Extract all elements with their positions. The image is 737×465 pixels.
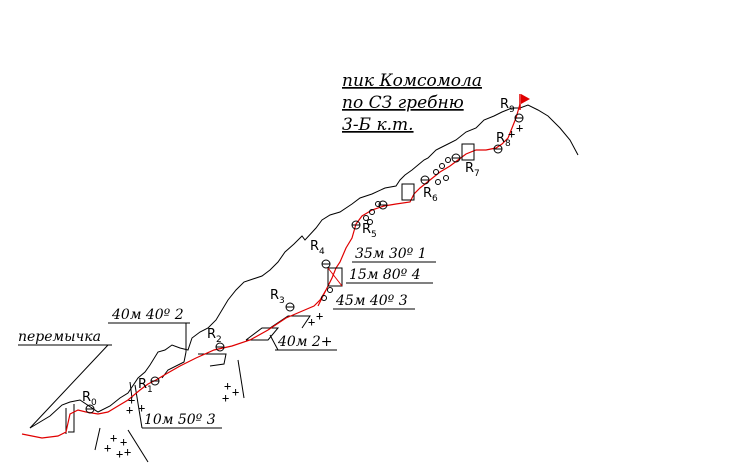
scree-marks: + + + + + + + + + + + + + + + [104, 121, 523, 461]
belay-label-r0: R0 [82, 390, 97, 408]
piton-circle-icon [493, 144, 503, 154]
belay-label-r6: R6 [423, 186, 438, 204]
belay-label-r2: R2 [207, 327, 222, 345]
piton-circle-icon [451, 153, 461, 163]
saddle-leader [29, 344, 109, 429]
piton-circle-icon [321, 259, 331, 269]
plus-icon: + [316, 309, 323, 323]
ridge-outline [29, 104, 579, 429]
plus-icon: + [224, 379, 231, 393]
title-line-2: по СЗ гребню [342, 93, 464, 113]
plus-icon: + [126, 403, 133, 417]
plus-icon: + [128, 393, 135, 407]
segment-label-1: 10м 50º 3 [144, 412, 216, 428]
piton-circle-icon [351, 220, 361, 230]
plus-icon: + [124, 445, 131, 459]
segment-label-5: 15м 80º 4 [349, 267, 421, 283]
piton-circle-icon [150, 376, 160, 386]
plus-icon: + [104, 441, 111, 455]
bolt-circles [321, 157, 451, 301]
segment-label-4: 45м 40º 3 [335, 293, 408, 309]
plus-icon: + [110, 431, 117, 445]
plus-icon: + [120, 435, 127, 449]
piton-circle-icon [85, 404, 95, 414]
ridge-detail-6 [68, 404, 75, 433]
scree-line-3 [237, 359, 245, 399]
segment-label-2: 40м 40º 2 [111, 307, 184, 323]
saddle-label: перемычка [18, 329, 101, 345]
belay-label-r9: R9 [500, 97, 515, 115]
belay-label-r5: R5 [362, 222, 377, 240]
ridge-detail-2 [198, 353, 227, 367]
scree-line-1 [94, 427, 101, 451]
plus-icon: + [516, 121, 523, 135]
plus-icon: + [138, 401, 145, 415]
belay-label-r7: R7 [465, 161, 480, 179]
plus-icon: + [116, 447, 123, 461]
belay-labels: R0 R1 R2 R3 R4 R5 R6 R7 R8 R9 [82, 97, 515, 408]
key-pitch-box-1 [327, 267, 343, 287]
plus-icon: + [232, 385, 239, 399]
ridge-detail-3 [245, 327, 280, 341]
plus-icon: + [508, 127, 515, 141]
segment-label-3: 40м 2+ [277, 334, 333, 350]
piton-circle-icon [420, 175, 430, 185]
scree-line-2 [127, 429, 149, 463]
plus-icon: + [222, 391, 229, 405]
seg1-leader [134, 384, 143, 429]
ridge-detail-4 [269, 315, 311, 329]
belay-label-r1: R1 [138, 377, 153, 395]
flag-icon [519, 94, 530, 110]
key-pitch-box-3 [461, 143, 475, 161]
piton-circle-icon [514, 113, 524, 123]
ridge-detail-5 [129, 381, 133, 399]
piton-circle-icon [285, 302, 295, 312]
title-line-3: 3-Б к.т. [342, 115, 414, 135]
segment-label-6: 35м 30º 1 [355, 246, 427, 262]
key-pitch-box-1-diag [327, 267, 343, 287]
seg3-leader [269, 334, 279, 351]
route-line [21, 103, 521, 439]
belay-label-r8: R8 [496, 131, 511, 149]
belay-label-r4: R4 [310, 239, 325, 257]
belay-label-r3: R3 [270, 288, 285, 306]
piton-circles [85, 113, 524, 414]
plus-icon: + [308, 315, 315, 329]
key-pitch-box-2 [401, 183, 415, 201]
title-line-1: пик Комсомола [342, 71, 482, 91]
piton-circle-icon [215, 342, 225, 352]
